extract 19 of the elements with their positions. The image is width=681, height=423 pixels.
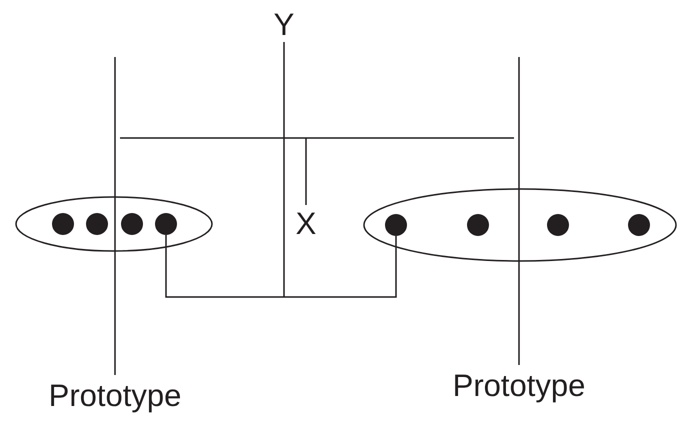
axis-label: Y [268,6,300,42]
dot [155,213,177,235]
dot [52,213,74,235]
dot [86,213,108,235]
axis-label: X [290,205,322,241]
ellipse [363,188,677,262]
connector-line [165,235,397,298]
ellipse [15,196,213,252]
leader-line [305,138,307,205]
dot [385,214,407,236]
dot [467,214,489,236]
dot [121,213,143,235]
prototype-label: Prototype [40,375,190,415]
dot [628,214,650,236]
dot [547,214,569,236]
leader-line [518,57,520,365]
leader-line [283,42,285,297]
prototype-label: Prototype [444,365,594,405]
leader-line [114,57,116,375]
